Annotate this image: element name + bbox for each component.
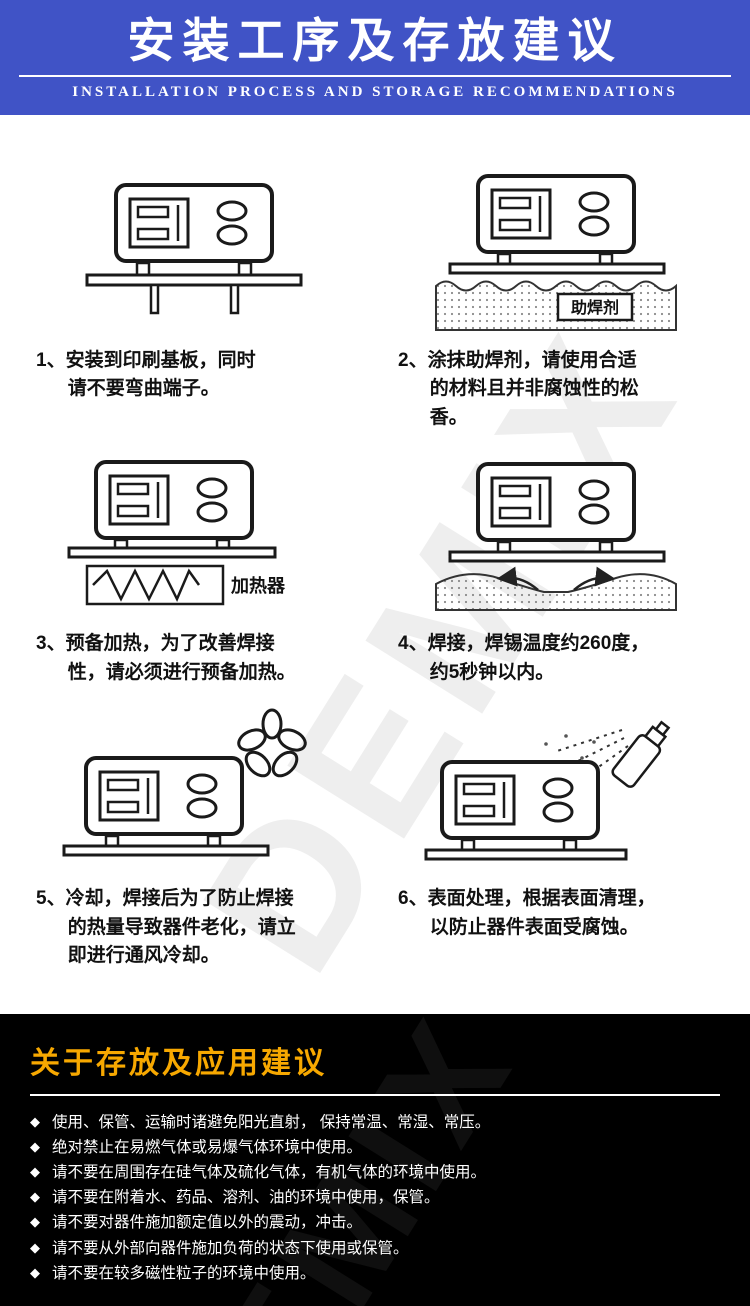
diamond-bullet-icon: ◆ xyxy=(30,1114,40,1129)
page-subtitle: INSTALLATION PROCESS AND STORAGE RECOMME… xyxy=(72,83,678,100)
flux-application-icon: 助焊剂 xyxy=(435,173,677,331)
spray-can-icon xyxy=(611,720,671,788)
flux-label: 助焊剂 xyxy=(571,298,619,317)
step-5-illustration xyxy=(62,701,324,879)
step-4: 4、焊接，焊锡温度约260度， 约5秒钟以内。 xyxy=(384,446,728,687)
step-4-caption: 4、焊接，焊锡温度约260度， 约5秒钟以内。 xyxy=(398,633,650,683)
storage-list-item: ◆ 请不要在附着水、药品、溶剂、油的环境中使用，保管。 xyxy=(30,1185,720,1210)
storage-title-underline xyxy=(30,1094,720,1096)
step-1: 1、安装到印刷基板，同时 请不要弯曲端子。 xyxy=(22,163,366,433)
diamond-bullet-icon: ◆ xyxy=(30,1139,40,1155)
storage-list-item: ◆ 请不要在周围存在硅气体及硫化气体，有机气体的环境中使用。 xyxy=(30,1160,720,1185)
step-2: 助焊剂 2、涂抹助焊剂，请使用合适 的材料且并非腐蚀性的松 香。 xyxy=(384,163,728,433)
step-5-caption: 5、冷却，焊接后为了防止焊接 的热量导致器件老化，请立 即进行通风冷却。 xyxy=(36,888,296,967)
cooling-icon xyxy=(62,708,307,857)
storage-list-item: ◆ 请不要对器件施加额定值以外的震动，冲击。 xyxy=(30,1210,720,1235)
diamond-bullet-icon: ◆ xyxy=(30,1264,40,1280)
storage-item-text: 使用、保管、运输时诸避免阳光直射， 保持常温、常湿、常压。 xyxy=(52,1114,491,1131)
cooling-fan-icon xyxy=(237,708,307,778)
relay-on-pcb-icon xyxy=(85,182,303,314)
storage-item-text: 请不要在较多磁性粒子的环境中使用。 xyxy=(52,1264,316,1282)
header-divider xyxy=(19,74,731,77)
step-2-caption: 2、涂抹助焊剂，请使用合适 的材料且并非腐蚀性的松 香。 xyxy=(398,349,639,428)
step-3-illustration: 加热器 xyxy=(67,446,319,624)
flux-layer xyxy=(435,280,677,331)
preheat-icon: 加热器 xyxy=(67,460,286,606)
step-5: 5、冷却，焊接后为了防止焊接 的热量导致器件老化，请立 即进行通风冷却。 xyxy=(22,701,366,971)
diamond-bullet-icon: ◆ xyxy=(30,1164,40,1180)
step-3: 加热器 3、预备加热，为了改善焊接 性，请必须进行预备加热。 xyxy=(22,446,366,687)
storage-title: 关于存放及应用建议 xyxy=(30,1047,327,1080)
storage-item-text: 请不要对器件施加额定值以外的震动，冲击。 xyxy=(52,1214,363,1232)
solder-heat-arrow-left xyxy=(496,566,539,592)
step-6-caption: 6、表面处理，根据表面清理， 以防止器件表面受腐蚀。 xyxy=(398,888,656,938)
soldering-icon xyxy=(435,462,677,612)
storage-section: DEMIX 关于存放及应用建议 ◆使用、保管、运输时诸避免阳光直射， 保持常温、… xyxy=(0,1014,750,1306)
diamond-bullet-icon: ◆ xyxy=(30,1189,40,1205)
diamond-bullet-icon: ◆ xyxy=(30,1214,40,1230)
diamond-bullet-icon: ◆ xyxy=(30,1239,40,1255)
steps-section: DEMIX 1、安装到印刷基板，同时 请不要弯曲端子。 xyxy=(0,115,750,1014)
step-1-illustration xyxy=(79,163,309,341)
storage-list-item: ◆ 请不要在较多磁性粒子的环境中使用。 xyxy=(30,1261,720,1286)
heater-coil xyxy=(92,568,201,603)
storage-list-item: ◆ 请不要从外部向器件施加负荷的状态下使用或保管。 xyxy=(30,1236,720,1261)
storage-list-item: ◆ 绝对禁止在易燃气体或易爆气体环境中使用。 xyxy=(30,1135,720,1160)
solder-wave xyxy=(435,573,677,612)
page-title: 安装工序及存放建议 xyxy=(127,14,623,67)
storage-list-item: ◆ 使用、保管、运输时诸避免阳光直射， 保持常温、常湿、常压。 xyxy=(30,1110,720,1135)
step-6: 6、表面处理，根据表面清理， 以防止器件表面受腐蚀。 xyxy=(384,701,728,971)
step-4-illustration xyxy=(435,446,677,624)
step-1-caption: 1、安装到印刷基板，同时 请不要弯曲端子。 xyxy=(36,349,256,400)
storage-item-text: 请不要在周围存在硅气体及硫化气体，有机气体的环境中使用。 xyxy=(52,1164,487,1182)
solder-heat-arrow-right xyxy=(573,566,616,592)
storage-list: ◆ 使用、保管、运输时诸避免阳光直射， 保持常温、常湿、常压。 ◆ 绝对禁止在易燃气… xyxy=(30,1110,720,1286)
storage-item-text: 请不要从外部向器件施加负荷的状态下使用或保管。 xyxy=(52,1239,409,1257)
step-6-illustration xyxy=(424,701,686,879)
heater-label: 加热器 xyxy=(230,575,286,596)
header-banner: 安装工序及存放建议 INSTALLATION PROCESS AND STORA… xyxy=(0,0,750,115)
surface-treatment-icon xyxy=(424,720,671,861)
step-3-caption: 3、预备加热，为了改善焊接 性，请必须进行预备加热。 xyxy=(36,633,296,683)
storage-item-text: 绝对禁止在易燃气体或易爆气体环境中使用。 xyxy=(52,1139,363,1157)
step-2-illustration: 助焊剂 xyxy=(435,163,677,341)
storage-item-text: 请不要在附着水、药品、溶剂、油的环境中使用，保管。 xyxy=(52,1189,440,1207)
